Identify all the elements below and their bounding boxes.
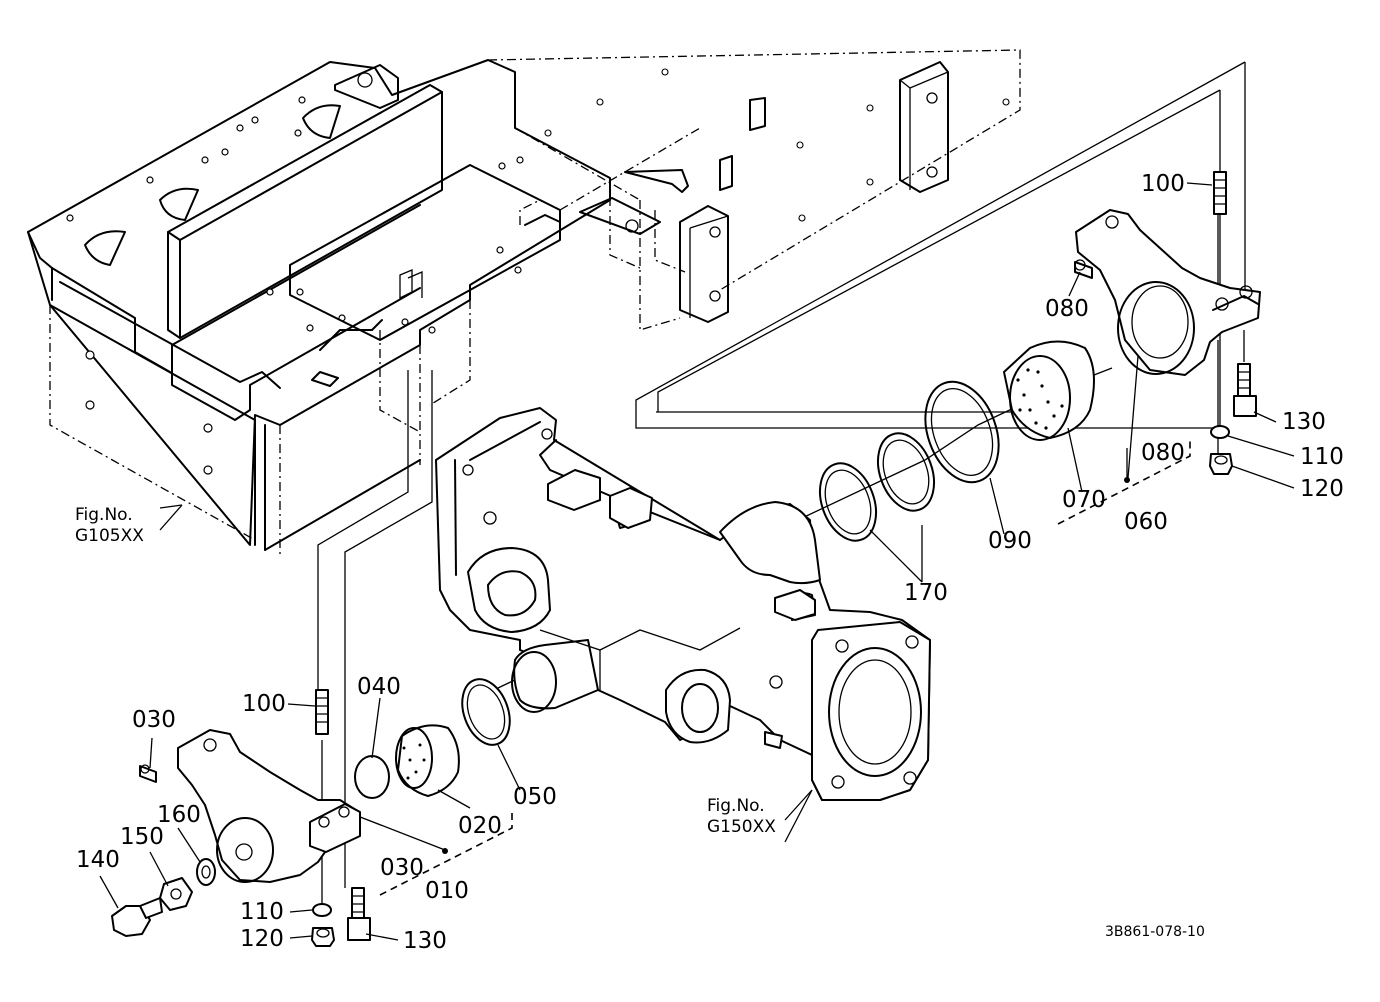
stud-100-left [315,689,329,735]
label-060: 060 [1124,509,1168,535]
label-010: 010 [425,878,469,904]
fig-prefix-axle: Fig.No. [707,796,765,816]
left-axle-bracket [139,729,361,883]
plug-040 [354,755,390,799]
label-030-kit: 030 [380,855,424,881]
assembly-lines [317,61,1246,905]
fig-number-frame: G105XX [75,526,144,547]
bushing-020 [395,724,460,797]
label-030-fitting: 030 [132,707,176,733]
label-160: 160 [157,802,201,828]
fig-reference-frame: Fig.No. G105XX [75,505,144,548]
leader-lines [99,182,1295,941]
phantom-outline [49,49,1021,555]
label-070: 070 [1062,487,1106,513]
label-050: 050 [513,784,557,810]
nut-150 [159,877,193,911]
washer-110-left [312,903,332,917]
bolt-130-right [1233,363,1257,417]
seal-090 [924,380,1000,484]
right-axle-bracket [1074,209,1261,376]
label-130-left: 130 [403,928,447,954]
washer-110-right [1210,425,1230,439]
label-080-right: 080 [1045,296,1089,322]
label-080-kit: 080 [1141,440,1185,466]
fig-reference-axle: Fig.No. G150XX [707,796,776,839]
bushing-070 [1003,340,1095,441]
assembly-dot-060 [1124,477,1130,483]
label-040: 040 [357,674,401,700]
label-130-right: 130 [1282,409,1326,435]
nut-120-left [311,927,335,947]
stud-100-right [1213,171,1227,215]
fig-prefix-frame: Fig.No. [75,505,133,525]
label-170: 170 [904,580,948,606]
group-bracket-010 [379,812,513,896]
assembly-dot-010 [442,848,448,854]
group-bracket-060 [1057,440,1191,525]
washer-160 [196,858,216,886]
nut-120-right [1209,453,1233,475]
bolt-140 [111,897,163,937]
label-140: 140 [76,847,120,873]
drawing-code: 3B861-078-10 [1105,924,1205,940]
front-axle-housing [435,407,931,801]
label-120-right: 120 [1300,476,1344,502]
bolt-130-left [347,887,371,941]
label-100-left: 100 [242,691,286,717]
label-110-left: 110 [240,899,284,925]
label-150: 150 [120,824,164,850]
shims-170 [818,432,936,542]
label-100-right: 100 [1141,171,1185,197]
seal-050 [461,678,511,746]
label-090: 090 [988,528,1032,554]
fig-number-axle: G150XX [707,817,776,838]
support-brackets [407,61,949,323]
label-120-left: 120 [240,926,284,952]
tractor-frame [27,59,611,551]
label-110-right: 110 [1300,444,1344,470]
label-020: 020 [458,813,502,839]
